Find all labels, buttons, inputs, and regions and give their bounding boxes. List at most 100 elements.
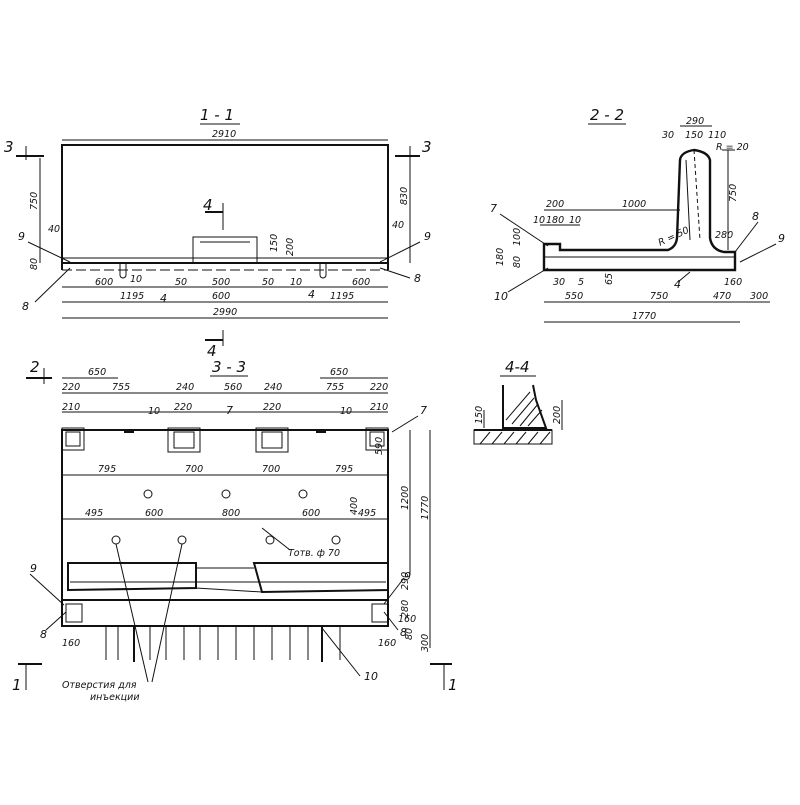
note-injection-line2: инъекции: [90, 692, 140, 703]
dim-600-a: 600: [95, 277, 113, 288]
window-1: [61, 427, 85, 451]
dim-50-b: 50: [262, 277, 274, 288]
dim-10-b: 10: [569, 215, 581, 226]
dim-290: 290: [400, 572, 411, 590]
dim-100: 100: [512, 228, 523, 246]
hole-row2-1: [111, 535, 121, 545]
callout-9-right: 9: [404, 570, 411, 583]
dim-50-a: 50: [175, 277, 187, 288]
hole-row2-2: [177, 535, 187, 545]
hole-row2-3: [265, 535, 275, 545]
callout-9-right: 9: [424, 230, 431, 243]
dim-300: 300: [750, 291, 768, 302]
dim-1000: 1000: [622, 199, 646, 210]
callout-9: 9: [778, 232, 785, 245]
marker-4-bottom: 4: [207, 342, 217, 360]
callout-8: 8: [752, 210, 759, 223]
marker-2-left: 2: [30, 358, 40, 376]
s33-studs: [105, 626, 341, 662]
dim-180-v: 180: [495, 248, 506, 266]
dim-80-r: 80: [404, 628, 415, 640]
s11-body: [61, 144, 389, 264]
marker-1-right: 1: [448, 676, 458, 694]
dim-10-a: 10: [130, 274, 142, 285]
dim-2910: 2910: [212, 129, 236, 140]
s33-base: [61, 599, 389, 627]
section-4-4: 4-4 150 200: [473, 358, 563, 445]
dim-220-c: 220: [174, 402, 192, 413]
dim-40-right: 40: [392, 220, 404, 231]
dim-r20: R = 20: [716, 142, 749, 153]
dim-500: 500: [212, 277, 230, 288]
callout-4: 4: [674, 278, 681, 291]
dim-1200: 1200: [400, 486, 411, 510]
callout-4-a: 4: [160, 292, 167, 305]
dim-650-right: 650: [330, 367, 348, 378]
s44-profile: [502, 384, 548, 429]
hole-row1-1: [143, 489, 153, 499]
section-2-2-title: 2 - 2: [590, 106, 624, 124]
dim-550: 550: [565, 291, 583, 302]
marker-3-left: 3: [4, 138, 14, 156]
note-hole: Тотв. ф 70: [288, 548, 340, 559]
dim-495-b: 495: [358, 508, 376, 519]
dim-290: 290: [686, 116, 704, 127]
dim-210-a: 210: [62, 402, 80, 413]
dim-180: 180: [546, 215, 564, 226]
callout-4-b: 4: [308, 288, 315, 301]
window-2: [167, 427, 201, 453]
dim-80: 80: [29, 258, 40, 270]
dim-150: 150: [269, 234, 280, 252]
dim-80: 80: [512, 256, 523, 268]
dim-240-b: 240: [264, 382, 282, 393]
dim-210-b: 210: [370, 402, 388, 413]
dim-280: 280: [715, 230, 733, 241]
callout-10-a: 10: [148, 406, 160, 417]
dim-600-b: 600: [302, 508, 320, 519]
dim-700-a: 700: [185, 464, 203, 475]
dim-1770: 1770: [420, 496, 431, 520]
dim-220-a: 220: [62, 382, 80, 393]
marker-1-left: 1: [12, 676, 22, 694]
s44-slab: [473, 429, 553, 445]
section-3-3: 3 - 3 2 650 650 220 755 240 560 240 755 …: [12, 358, 458, 703]
section-2-2: 2 - 2 290 30 150 110 R = 20 750 200 1000…: [490, 106, 785, 323]
dim-220-b: 220: [370, 382, 388, 393]
s11-center-niche: [192, 236, 258, 264]
window-3: [255, 427, 289, 453]
dim-5: 5: [578, 277, 584, 288]
callout-7: 7: [490, 202, 497, 215]
callout-7-a: 7: [226, 404, 233, 417]
dim-65: 65: [604, 273, 615, 285]
dim-160-r: 160: [398, 614, 416, 625]
dim-150: 150: [685, 130, 703, 141]
dim-830: 830: [399, 187, 410, 205]
dim-220-d: 220: [263, 402, 281, 413]
dim-300: 300: [420, 634, 431, 652]
dim-600-a: 600: [145, 508, 163, 519]
dim-750: 750: [728, 184, 739, 202]
dim-10-b: 10: [290, 277, 302, 288]
dim-10-a: 10: [533, 215, 545, 226]
callout-10-c: 10: [364, 670, 378, 683]
dim-40-left: 40: [48, 224, 60, 235]
dim-755-a: 755: [112, 382, 130, 393]
callout-10: 10: [494, 290, 508, 303]
section-1-1: 1 - 1 3 3 4 4 2910 750 80 40: [4, 106, 432, 360]
s33-beam-right: [252, 562, 389, 594]
dim-750-b: 750: [650, 291, 668, 302]
dim-600-c: 600: [352, 277, 370, 288]
callout-8-right: 8: [414, 272, 421, 285]
dim-240-a: 240: [176, 382, 194, 393]
dim-1195-a: 1195: [120, 291, 144, 302]
hole-row2-4: [331, 535, 341, 545]
dim-700-b: 700: [262, 464, 280, 475]
dim-750: 750: [29, 192, 40, 210]
dim-795-b: 795: [335, 464, 353, 475]
callout-10-b: 10: [340, 406, 352, 417]
dim-2990: 2990: [213, 307, 237, 318]
dim-30: 30: [662, 130, 674, 141]
marker-3-right: 3: [422, 138, 432, 156]
